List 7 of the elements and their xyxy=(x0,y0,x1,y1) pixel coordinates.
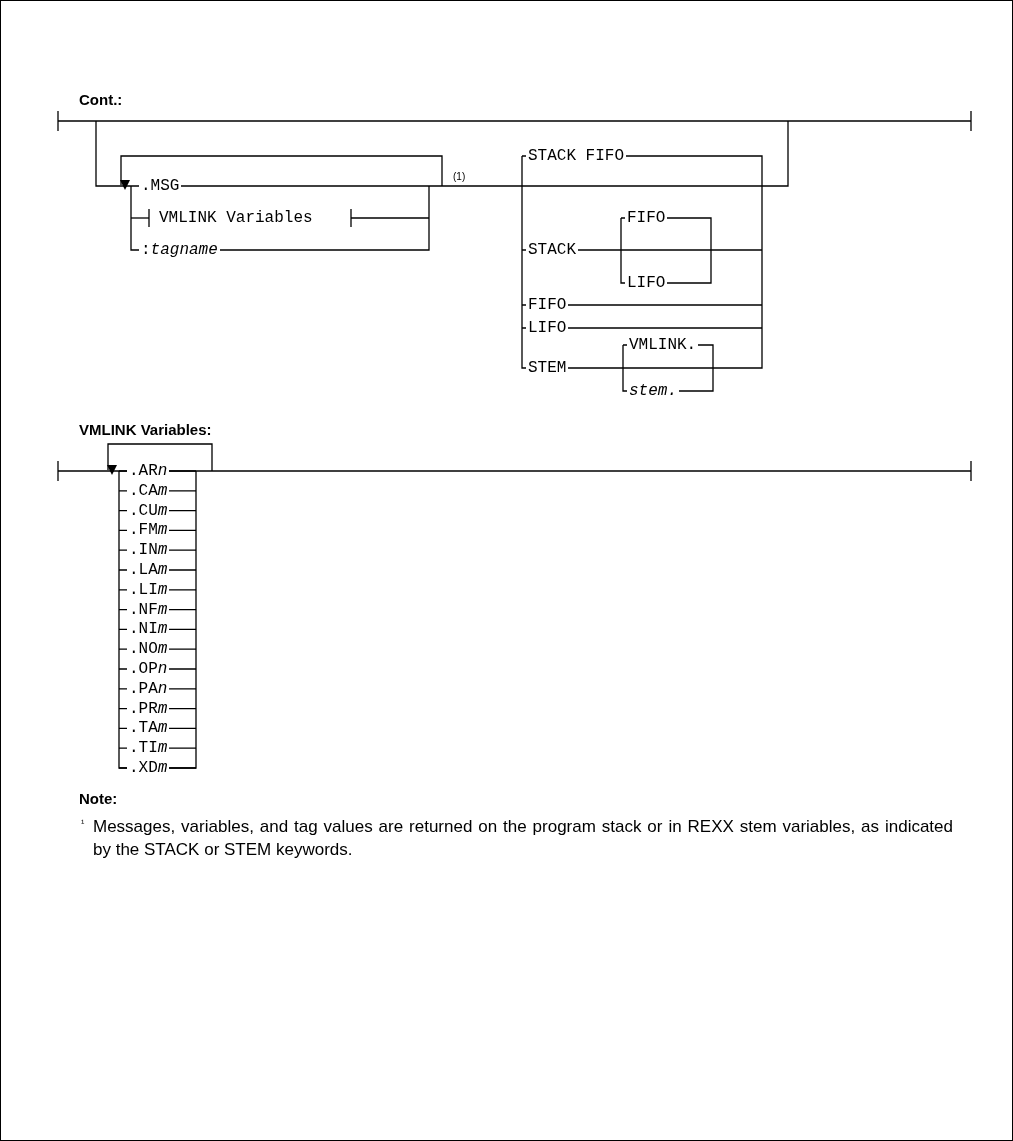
syntax-variable: :tagname xyxy=(139,242,220,258)
footnote-mark: ¹ xyxy=(81,818,85,828)
note-text: Messages, variables, and tag values are returned on the program stack or in REXX stem variables, as indicated by the STACK or STEM keywords. xyxy=(93,816,953,861)
note-heading: Note: xyxy=(79,790,118,806)
section-heading: VMLINK Variables: xyxy=(79,421,212,437)
footnote-reference: (1) xyxy=(453,172,466,182)
section-heading: Cont.: xyxy=(79,91,123,107)
